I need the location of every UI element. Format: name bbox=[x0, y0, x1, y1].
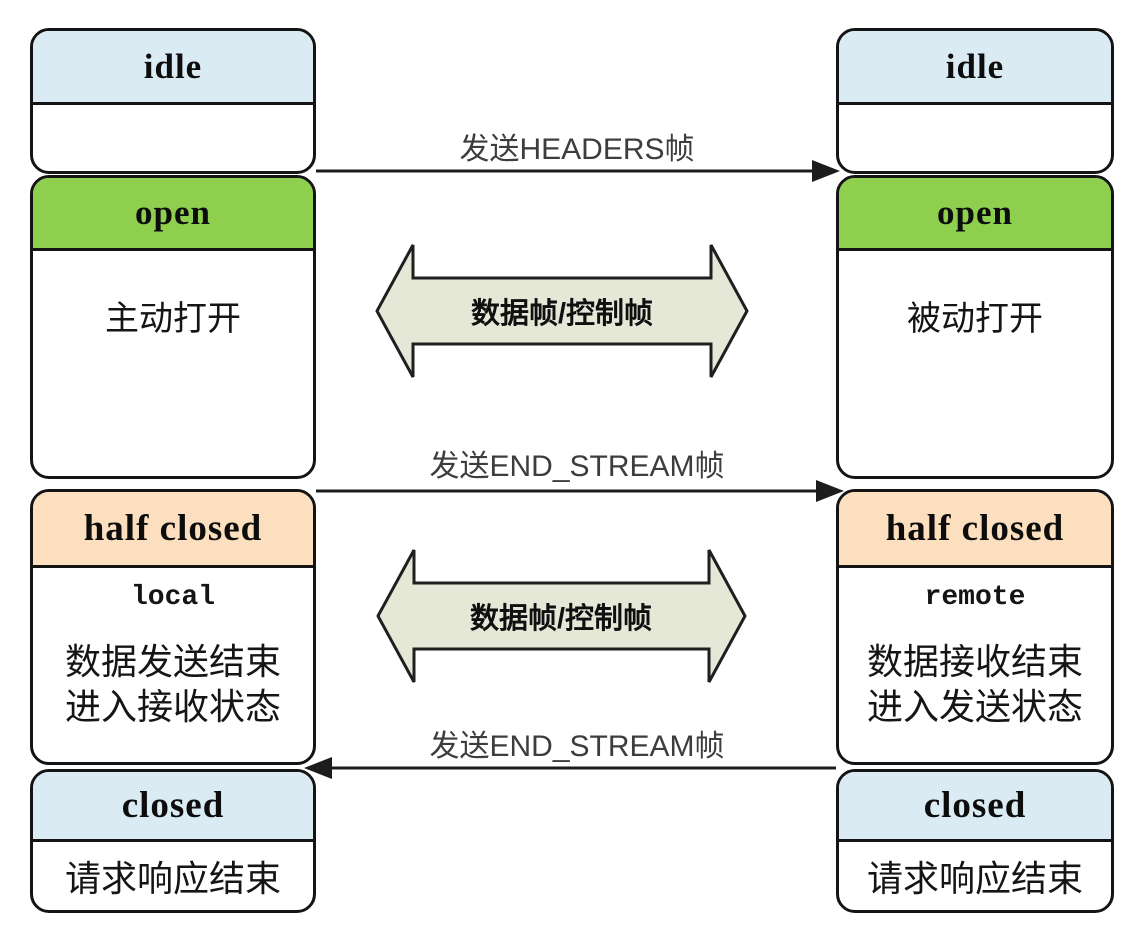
label-frames-bottom: 数据帧/控制帧 bbox=[469, 603, 653, 635]
state-title-half-closed-left: half closed bbox=[33, 492, 313, 568]
state-body-open-left: 主动打开 bbox=[105, 300, 241, 338]
state-title-half-closed-right: half closed bbox=[839, 492, 1111, 568]
state-title-open-right: open bbox=[839, 178, 1111, 251]
state-title-closed-right: closed bbox=[839, 772, 1111, 842]
state-box-idle-left: idle bbox=[30, 28, 316, 174]
state-desc-line2-right: 进入发送状态 bbox=[866, 686, 1083, 727]
label-frames-top: 数据帧/控制帧 bbox=[470, 298, 654, 330]
arrow-send-headers-head-right-icon bbox=[812, 160, 840, 182]
state-body-closed-right: 请求响应结束 bbox=[866, 858, 1083, 899]
state-title-open-left: open bbox=[33, 178, 313, 251]
state-box-idle-right: idle bbox=[836, 28, 1114, 174]
state-subtitle-remote: remote bbox=[924, 582, 1026, 613]
state-title-idle-left: idle bbox=[33, 31, 313, 105]
state-desc-line2-left: 进入接收状态 bbox=[64, 686, 281, 727]
state-desc-line1-right: 数据接收结束 bbox=[866, 641, 1083, 682]
state-box-closed-right: closed 请求响应结束 bbox=[836, 769, 1114, 913]
label-end-stream-bottom: 发送END_STREAM帧 bbox=[429, 730, 725, 763]
state-box-half-closed-right: half closed remote 数据接收结束 进入发送状态 bbox=[836, 489, 1114, 765]
state-box-half-closed-left: half closed local 数据发送结束 进入接收状态 bbox=[30, 489, 316, 765]
state-title-idle-right: idle bbox=[839, 31, 1111, 105]
state-desc-line1-left: 数据发送结束 bbox=[64, 641, 281, 682]
state-body-half-closed-left: local 数据发送结束 进入接收状态 bbox=[33, 568, 313, 729]
state-body-half-closed-right: remote 数据接收结束 进入发送状态 bbox=[839, 568, 1111, 729]
state-body-open-right: 被动打开 bbox=[907, 300, 1043, 338]
state-body-closed-left: 请求响应结束 bbox=[64, 858, 281, 899]
state-title-closed-left: closed bbox=[33, 772, 313, 842]
state-box-closed-left: closed 请求响应结束 bbox=[30, 769, 316, 913]
state-box-open-right: open 被动打开 bbox=[836, 175, 1114, 479]
label-end-stream-top: 发送END_STREAM帧 bbox=[429, 450, 725, 483]
state-box-open-left: open 主动打开 bbox=[30, 175, 316, 479]
label-send-headers: 发送HEADERS帧 bbox=[459, 133, 695, 166]
state-subtitle-local: local bbox=[130, 582, 215, 613]
